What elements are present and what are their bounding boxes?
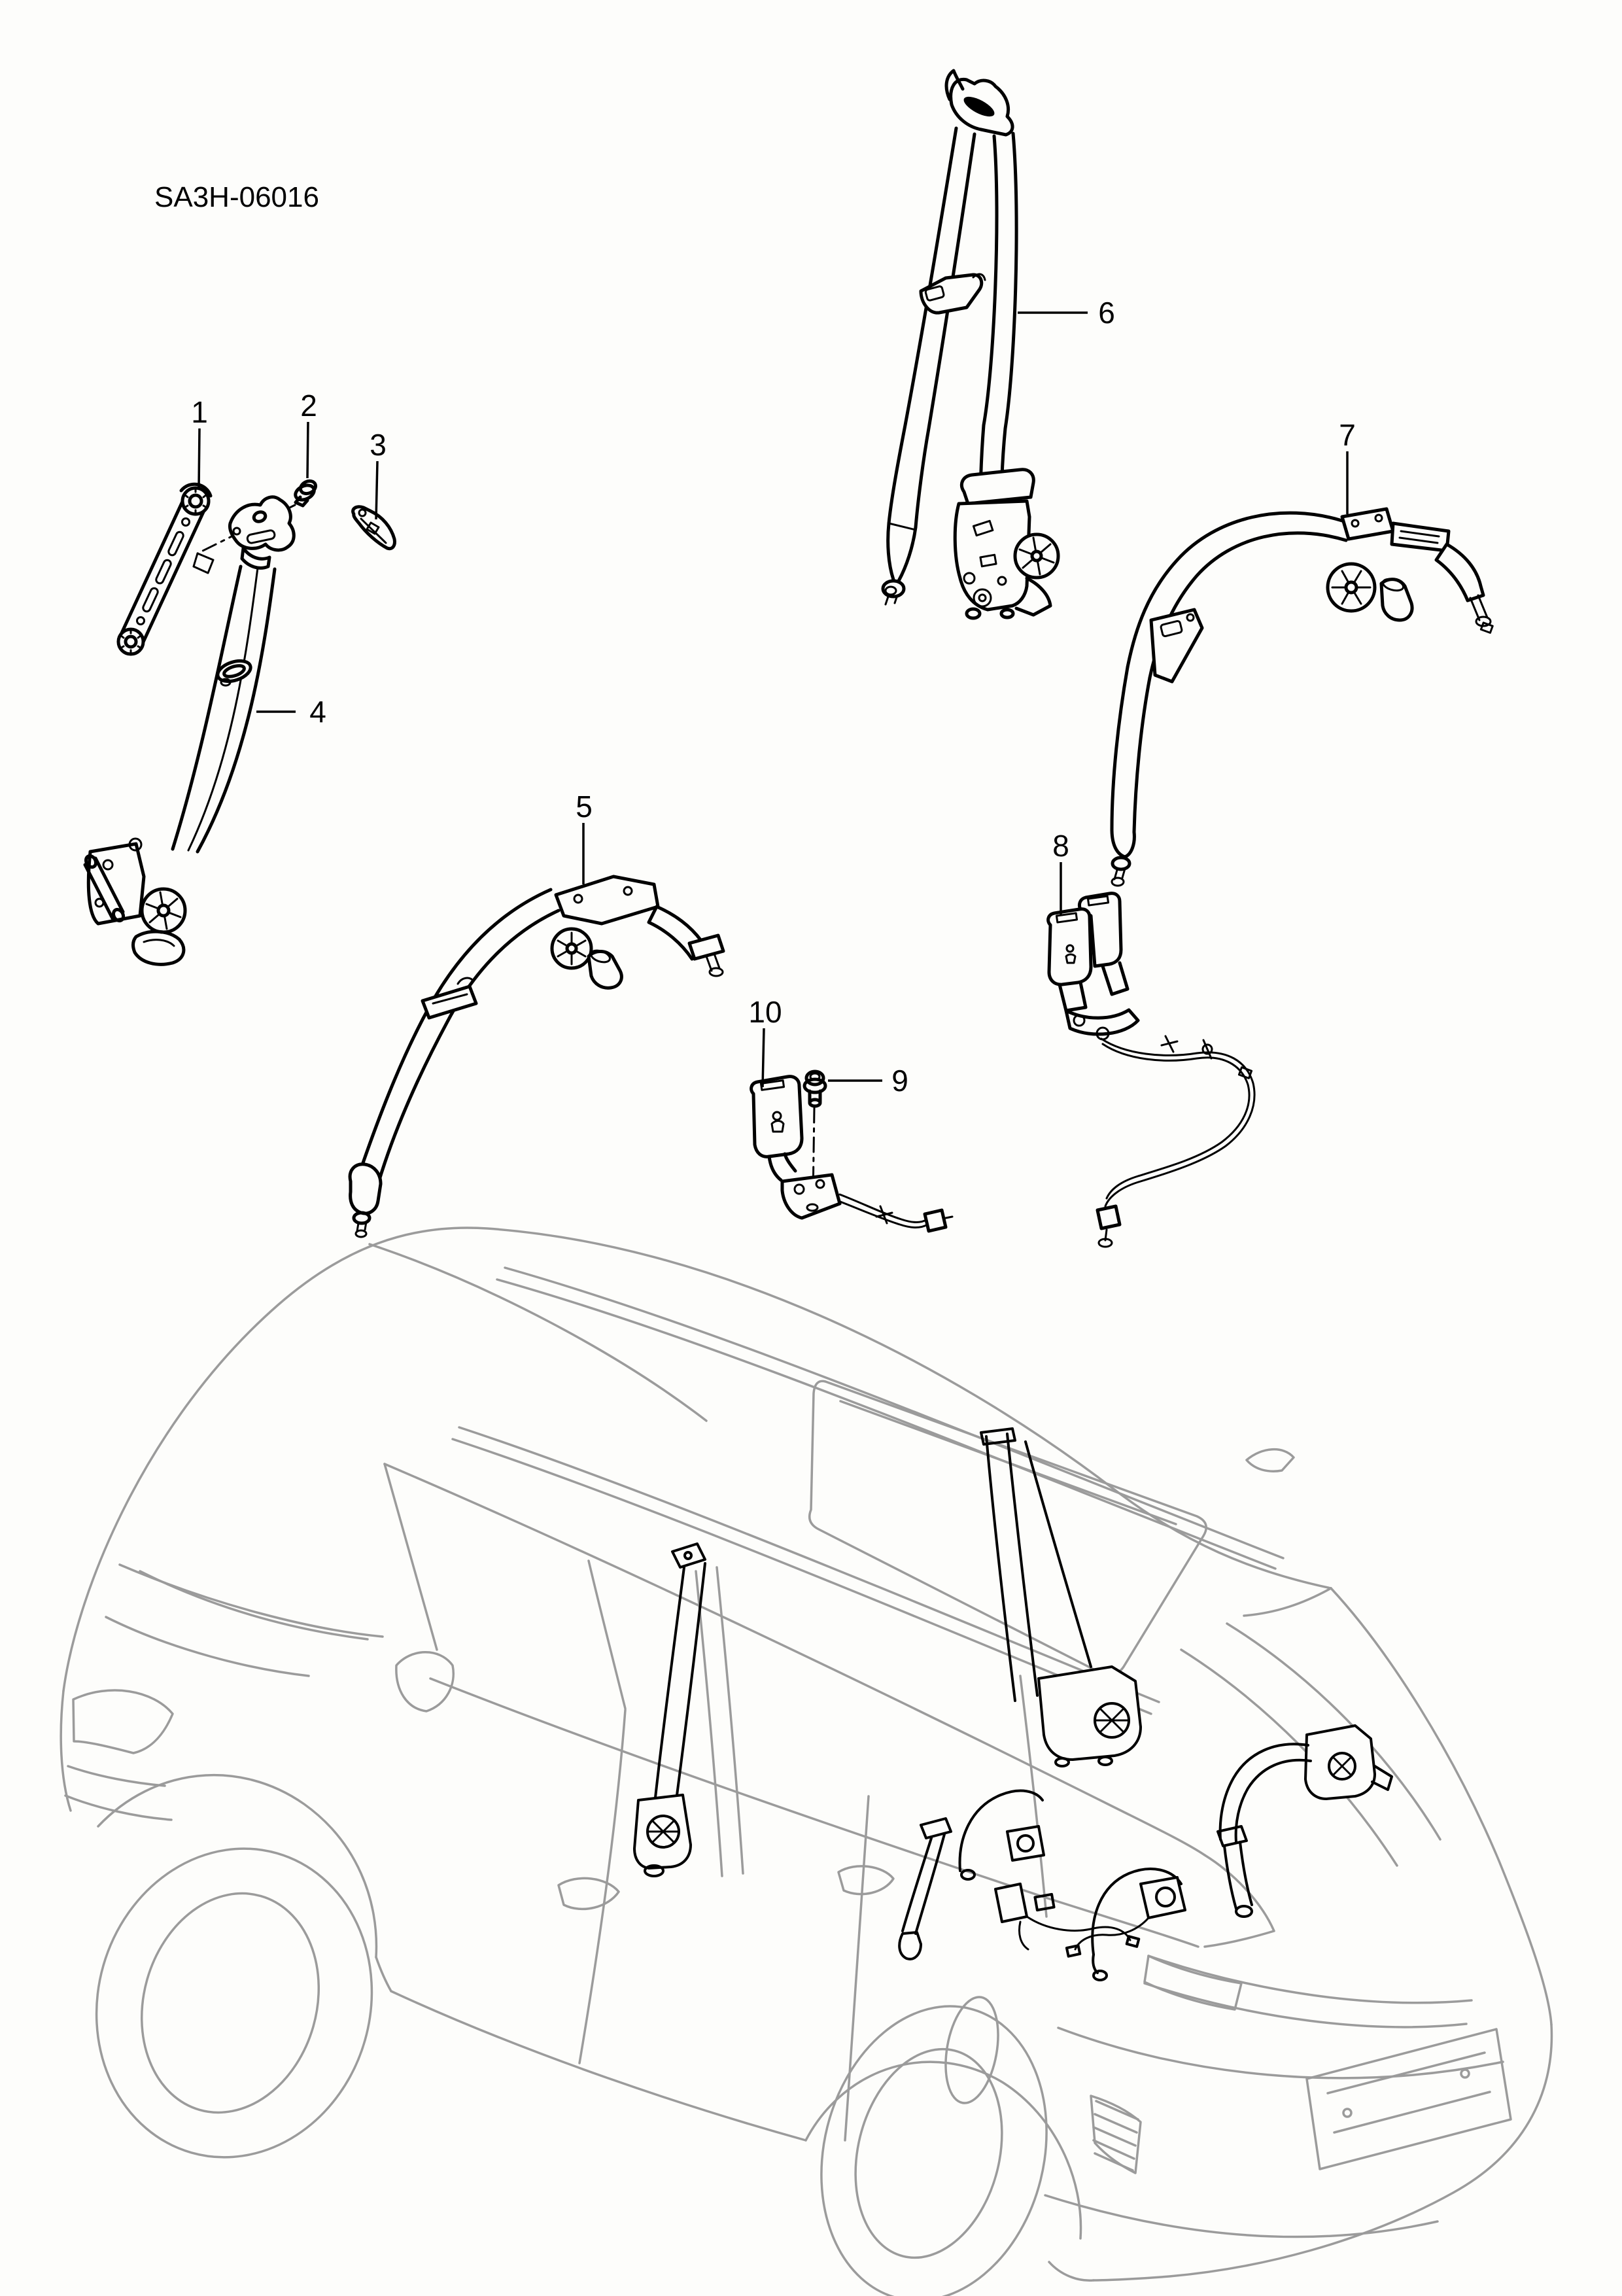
vehicle-b-pillar [695, 1566, 744, 1877]
callout-5[interactable]: 5 [576, 790, 593, 884]
in-car-floor-wiring [994, 1883, 1141, 1951]
callout-number-8[interactable]: 8 [1052, 829, 1069, 863]
callout-8[interactable]: 8 [1052, 829, 1069, 916]
vehicle-rear-wheel [820, 2005, 1048, 2296]
callout-number-1[interactable]: 1 [191, 395, 208, 429]
vehicle-door-cut-rear [844, 1795, 870, 2142]
callout-2[interactable]: 2 [300, 389, 317, 479]
callout-number-5[interactable]: 5 [576, 790, 593, 824]
vehicle-bumper-vent [1090, 2095, 1142, 2174]
vehicle-roof-rail-near [458, 1426, 1160, 1703]
diagram-code: SA3H-06016 [154, 181, 319, 213]
part-5-rear-seat-belt-left [348, 875, 725, 1238]
vehicle-door-handle-rear [837, 1865, 895, 1896]
vehicle-front-wheel-arch [97, 1774, 378, 1958]
assembly-center-line [812, 1107, 816, 1200]
part-4-front-seat-belt [83, 495, 296, 966]
vehicle-windshield-inner [368, 1243, 708, 1422]
vehicle-headlight [72, 1689, 174, 1754]
callout-4[interactable]: 4 [256, 695, 326, 729]
vehicle-a-pillar [383, 1463, 438, 1651]
vehicle-front-edge [60, 1690, 72, 1812]
callout-7[interactable]: 7 [1339, 418, 1356, 514]
callout-number-4[interactable]: 4 [309, 695, 326, 729]
vehicle-front-rim [140, 1892, 320, 2114]
callout-number-2[interactable]: 2 [300, 389, 317, 423]
part-2-anchor-bolt [196, 479, 318, 555]
vehicle-rear-hatch-edge [1330, 1587, 1553, 2026]
callout-number-7[interactable]: 7 [1339, 418, 1356, 452]
vehicle-sill [390, 1990, 807, 2142]
vehicle-front-wheel [95, 1847, 373, 2159]
vehicle-door-cut-front [578, 1709, 627, 2064]
in-car-rear-door-belt [898, 1817, 952, 1960]
vehicle-roof-rail-far [504, 1266, 1285, 1559]
callout-10[interactable]: 10 [748, 995, 782, 1088]
vehicle-fuel-door [944, 1996, 999, 2104]
callout-3[interactable]: 3 [370, 428, 387, 520]
in-car-rear-right-belt [1216, 1724, 1393, 1918]
callout-number-3[interactable]: 3 [370, 428, 387, 462]
part-6-rear-seat-belt-center [881, 69, 1060, 620]
callout-number-10[interactable]: 10 [748, 995, 782, 1029]
callout-number-9[interactable]: 9 [891, 1064, 908, 1098]
part-10-front-buckle [750, 1075, 954, 1233]
vehicle-rear-rim [854, 2047, 1003, 2259]
vehicle-taillight [1143, 1955, 1243, 2011]
part-7-rear-seat-belt-right [1110, 507, 1494, 887]
callout-1[interactable]: 1 [191, 395, 208, 489]
callout-6[interactable]: 6 [1018, 296, 1115, 330]
callout-9[interactable]: 9 [828, 1064, 908, 1098]
in-car-rear-center-belt [1065, 1868, 1186, 1981]
part-9-buckle-bolt [802, 1070, 827, 1200]
vehicle-license-recess [1305, 2028, 1512, 2170]
vehicle-mirror [395, 1651, 455, 1713]
in-car-mid-hardware [958, 1789, 1045, 1881]
in-car-belts [633, 1427, 1393, 1981]
callouts: 1 2 3 4 5 6 7 8 [191, 296, 1356, 1098]
vehicle-door-handle-front [557, 1877, 620, 1911]
leader-line-3[interactable] [375, 461, 379, 520]
callout-number-6[interactable]: 6 [1098, 296, 1115, 330]
in-car-center-belt [980, 1427, 1142, 1767]
assembly-center-line [196, 504, 296, 555]
part-8-rear-buckle-pair [1046, 892, 1256, 1248]
vehicle-rear-bumper [1092, 2023, 1553, 2282]
leader-line-2[interactable] [306, 421, 309, 479]
vehicle-antenna [1245, 1448, 1295, 1472]
vehicle-cowl [118, 1563, 384, 1638]
part-1-height-adjuster [116, 482, 215, 656]
leader-line-10[interactable] [761, 1028, 765, 1088]
vehicle-window-top [383, 1463, 1206, 1856]
vehicle-outline [60, 1226, 1553, 2296]
in-car-front-belt [633, 1542, 706, 1877]
vehicle-rear-glass [1226, 1622, 1441, 1841]
part-3-anchor-bracket [351, 505, 396, 551]
vehicle-c-pillar [1019, 1675, 1048, 1918]
vehicle-rear-wheel-arch [804, 2061, 1082, 2240]
